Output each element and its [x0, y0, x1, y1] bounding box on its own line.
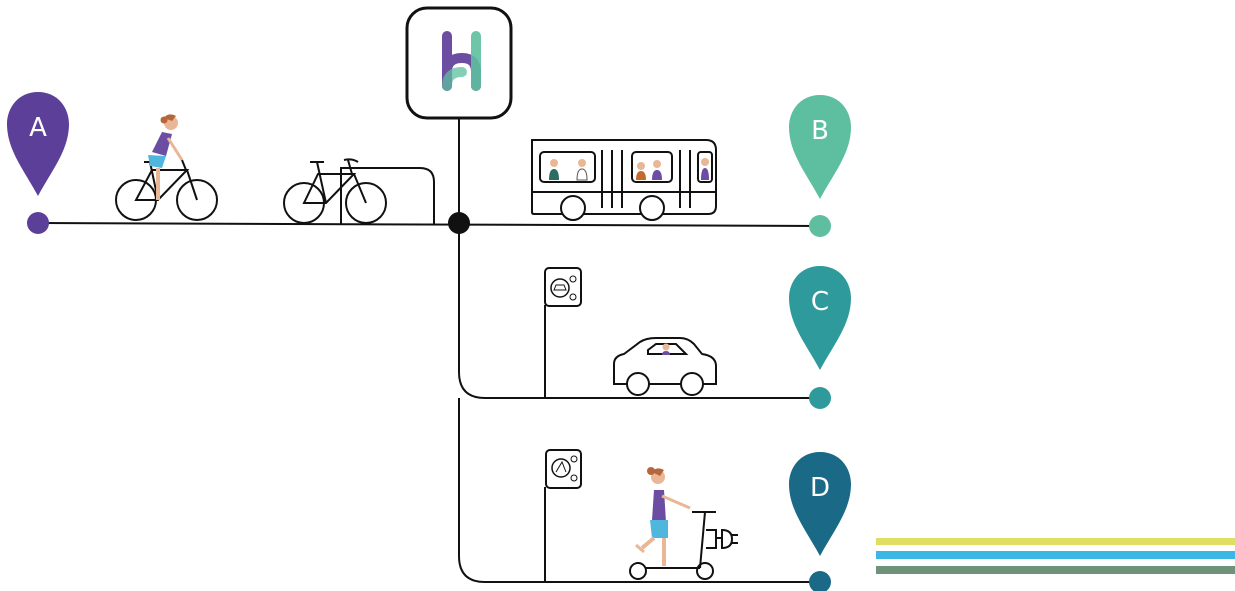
hub-junction-node [448, 212, 470, 234]
car-charging-sign-icon [544, 267, 582, 307]
map-pin-icon [789, 95, 851, 199]
pin-label-c: C [811, 287, 829, 317]
car-illustration [613, 337, 717, 396]
map-pin-icon [7, 92, 69, 196]
scooter-rider-illustration [629, 467, 738, 580]
destination-pin-b[interactable]: B [789, 95, 851, 237]
route-line-d [458, 398, 820, 583]
scooter-charging-station [544, 449, 582, 582]
car-driver-icon [662, 343, 670, 355]
destination-pin-a[interactable]: A [7, 92, 69, 234]
hub-logo[interactable] [405, 6, 513, 120]
pin-label-d: D [810, 473, 830, 503]
scooter-rider-person-icon [635, 467, 691, 566]
cyclist-person-icon [148, 114, 184, 200]
car-charging-station [544, 267, 582, 398]
map-pin-icon [789, 452, 851, 556]
pin-label-a: A [29, 113, 47, 143]
decorative-stripes [876, 538, 1235, 574]
parked-bicycle-icon [283, 158, 387, 224]
destination-pin-c[interactable]: C [789, 266, 851, 409]
map-pin-icon [789, 266, 851, 370]
route-line-c [458, 223, 820, 399]
scooter-charging-sign-icon [545, 449, 582, 489]
route-endpoint-b [809, 215, 831, 237]
route-line-a-b [37, 222, 821, 227]
electric-plug-icon [716, 528, 738, 550]
route-endpoint-c [809, 387, 831, 409]
bus-passengers-icon [549, 158, 709, 181]
bus-illustration [531, 139, 717, 221]
bus-wheel-rear [639, 195, 665, 221]
route-endpoint-a [27, 212, 49, 234]
electric-scooter-icon [629, 511, 717, 580]
bicycle-icon [115, 159, 218, 221]
pin-label-b: B [811, 116, 829, 146]
bike-rack-icon [283, 158, 435, 224]
bus-wheel-front [560, 195, 586, 221]
route-lines [37, 118, 821, 583]
bus-body [531, 139, 717, 215]
destination-pin-d[interactable]: D [789, 452, 851, 591]
route-endpoint-d [809, 571, 831, 591]
cyclist-illustration [115, 114, 218, 221]
hub-logo-h-icon [442, 31, 481, 91]
